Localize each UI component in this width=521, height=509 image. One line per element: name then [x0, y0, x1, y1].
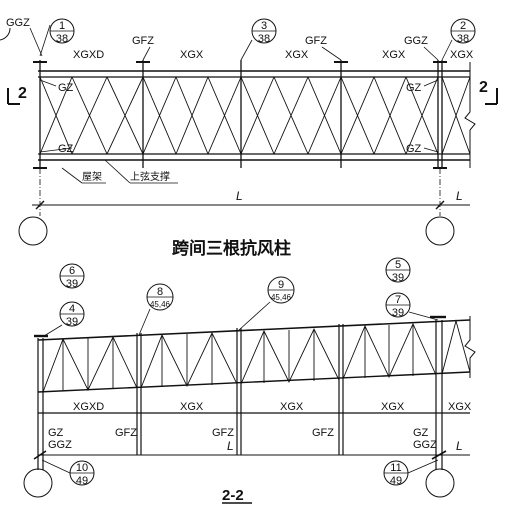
plan-gz-top-left: GZ [58, 82, 74, 94]
sec-xgxd: XGXD [73, 401, 104, 413]
callout-3-top: 3 [261, 20, 267, 32]
section-mark-right: 2 [479, 79, 498, 105]
plan-column-marks [33, 61, 447, 169]
plan-verticals [39, 60, 443, 168]
plan-ggz-right: GGZ [404, 35, 428, 47]
svg-text:49: 49 [390, 475, 402, 487]
upper-chord-bracing-label: 上弦支撑 [130, 170, 170, 183]
svg-text:4: 4 [69, 303, 75, 315]
callout-2-top: 2 [460, 20, 466, 32]
callout-3-bottom: 38 [258, 33, 270, 45]
sec-axis-bubble-left [23, 468, 53, 498]
sec-gz-right: GZ [413, 427, 429, 439]
svg-text:8: 8 [157, 286, 163, 298]
svg-text:2: 2 [18, 85, 27, 102]
plan-callout-3: 3 38 [251, 18, 277, 45]
sec-leaders [41, 301, 439, 474]
section-caps [34, 315, 446, 338]
plan-view: GGZ XGXD GFZ XGX XGX GFZ XGX GGZ XGX GZ … [0, 17, 498, 259]
sec-ggz-left: GGZ [48, 439, 72, 451]
section-columns [37, 320, 443, 470]
plan-callout-2: 2 38 [450, 18, 476, 45]
svg-text:39: 39 [392, 307, 404, 319]
sec-xgx-4: XGX [448, 401, 472, 413]
sec-xgx-3: XGX [381, 401, 405, 413]
plan-title: 跨间三根抗风柱 [172, 238, 291, 259]
sec-callout-8: 8 45,46 [146, 283, 174, 311]
plan-xgx-2: XGX [285, 49, 309, 61]
section-truss-web [42, 319, 471, 393]
callout-2-bottom: 38 [457, 33, 469, 45]
plan-xgx-1: XGX [180, 49, 204, 61]
sec-callout-7: 7 39 [385, 292, 411, 319]
axis-bubble-right [425, 216, 455, 246]
plan-callout-1: 1 38 [49, 18, 75, 45]
svg-text:6: 6 [69, 265, 75, 277]
section-top-chord [37, 319, 471, 341]
plan-ggz-left: GGZ [6, 17, 30, 29]
dim-L-main: L [236, 189, 243, 203]
sec-axis-bubble-right [425, 468, 455, 498]
roof-truss-label: 屋架 [82, 171, 102, 183]
section-title: 2-2 [222, 487, 244, 504]
svg-text:39: 39 [392, 272, 404, 284]
plan-cross-bracing [39, 76, 471, 155]
plan-edge-circle [0, 27, 11, 41]
svg-text:2: 2 [479, 79, 488, 96]
svg-text:45,46: 45,46 [150, 300, 171, 309]
svg-text:10: 10 [76, 462, 88, 474]
svg-text:9: 9 [278, 279, 284, 291]
plan-xgx-right: XGX [450, 49, 474, 61]
sec-callout-5: 5 39 [385, 257, 411, 284]
svg-text:11: 11 [390, 462, 401, 474]
plan-dimension: L L [32, 168, 470, 216]
svg-text:5: 5 [395, 259, 401, 271]
sec-callout-6: 6 39 [59, 263, 85, 290]
sec-callout-10: 10 49 [69, 460, 95, 487]
plan-gfz-1: GFZ [132, 35, 154, 47]
plan-gz-bottom-right: GZ [406, 143, 422, 155]
sec-callout-11: 11 49 [383, 460, 409, 487]
axis-bubble-left [18, 216, 48, 246]
callout-1-bottom: 38 [56, 33, 68, 45]
sec-gfz-2: GFZ [212, 427, 234, 439]
callout-1-top: 1 [59, 20, 65, 32]
svg-text:39: 39 [66, 316, 78, 328]
svg-text:49: 49 [76, 475, 88, 487]
section-mark-left: 2 [7, 85, 27, 105]
plan-gz-top-right: GZ [406, 82, 422, 94]
plan-break-line [464, 62, 476, 168]
sec-xgx-2: XGX [280, 401, 304, 413]
plan-gfz-2: GFZ [305, 35, 327, 47]
sec-gz-left: GZ [48, 427, 64, 439]
plan-xgx-3: XGX [382, 49, 406, 61]
svg-text:45,46: 45,46 [271, 293, 292, 302]
section-break-line [464, 316, 476, 378]
sec-callout-4: 4 39 [59, 301, 85, 328]
svg-text:7: 7 [395, 294, 401, 306]
sec-gfz-1: GFZ [115, 427, 137, 439]
svg-text:39: 39 [66, 278, 78, 290]
dim-L-side: L [456, 189, 463, 203]
sec-ggz-right: GGZ [413, 439, 437, 451]
sec-dim-L-2: L [456, 439, 463, 453]
sec-gfz-3: GFZ [312, 427, 334, 439]
plan-leaders [29, 24, 453, 153]
section-bottom-chord [37, 371, 471, 393]
section-base-marks [33, 450, 447, 460]
section-view: XGXD XGX XGX XGX XGX GZ GGZ GFZ GFZ GFZ … [23, 257, 476, 504]
plan-xgxd-label: XGXD [73, 49, 104, 61]
sec-callout-9: 9 45,46 [267, 276, 295, 304]
sec-dim-L-1: L [227, 439, 234, 453]
sec-xgx-1: XGX [180, 401, 204, 413]
